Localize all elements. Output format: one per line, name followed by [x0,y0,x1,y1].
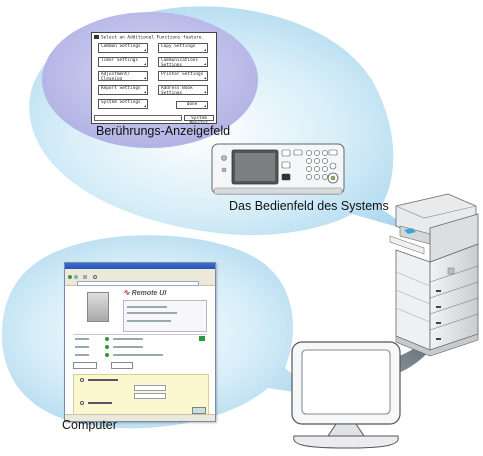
control-panel-label: Das Bedienfeld des Systems [229,199,389,213]
forward-icon[interactable] [74,275,78,279]
status-indicator-icon [199,336,205,341]
common-settings-button[interactable]: Common Settings [98,43,148,53]
home-icon[interactable] [83,275,87,279]
copier-illustration [389,193,479,357]
system-manager-id-input[interactable] [134,385,166,391]
settings-icon [94,35,99,39]
device-info-box [123,300,207,332]
remote-ui-page: ∿ Remote UI [65,286,215,419]
status-divider [73,334,207,335]
printer-status-icon [105,337,109,341]
status-line [94,115,182,121]
printer-settings-button[interactable]: Printer Settings [158,71,208,81]
system-monitor-button[interactable]: System Monitor [184,115,214,126]
remote-ui-logo: ∿ Remote UI [123,288,167,297]
scanner-status-icon [105,345,109,349]
system-manager-radio[interactable] [80,378,84,382]
fax-status-icon [105,353,109,357]
done-button[interactable]: Done [176,101,208,109]
adjustment-cleaning-button[interactable]: Adjustment/ Cleaning [98,71,148,81]
communications-settings-button[interactable]: Communications Settings [158,57,208,67]
language-select[interactable] [73,362,97,369]
back-icon[interactable] [68,275,72,279]
system-settings-button[interactable]: System Settings [98,99,148,109]
touch-panel-label: Berührungs-Anzeigefeld [96,124,231,138]
report-settings-button[interactable]: Report Settings [98,85,148,95]
browser-title-bar [65,263,215,269]
address-book-settings-button[interactable]: Address Book Settings [158,85,208,95]
computer-label: Computer [62,418,117,432]
end-user-radio[interactable] [80,401,84,405]
timer-settings-button[interactable]: Timer Settings [98,57,148,67]
control-panel-illustration [211,143,345,195]
password-input[interactable] [134,393,166,399]
computer-illustration [291,341,401,449]
remote-ui-title: Remote UI [131,290,167,297]
address-input[interactable] [77,281,199,286]
login-mode-select[interactable] [111,362,133,369]
device-thumbnail [87,292,109,322]
touch-panel-screen: Select an Additional Functions feature. … [91,32,217,126]
browser-status-bar [65,414,215,421]
browser-window: ∿ Remote UI [64,262,216,422]
touch-panel-header: Select an Additional Functions feature. [101,35,205,41]
copy-settings-button[interactable]: Copy Settings [158,43,208,53]
login-form [73,374,209,416]
login-button[interactable] [192,407,206,414]
search-icon[interactable] [93,275,97,279]
address-bar [65,280,215,286]
